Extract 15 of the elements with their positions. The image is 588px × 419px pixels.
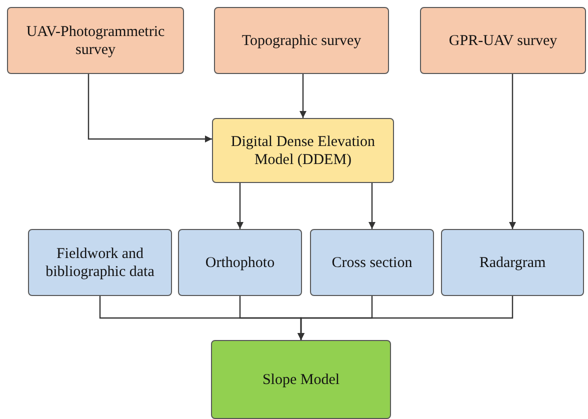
data-box: Orthophoto (178, 229, 302, 296)
arrow (300, 74, 306, 118)
model-box: Digital Dense Elevation Model (DDEM) (212, 118, 394, 183)
survey-box: Topographic survey (214, 7, 389, 74)
arrow (368, 183, 376, 229)
arrow (509, 74, 516, 229)
arrow (298, 296, 514, 340)
arrow (88, 74, 212, 142)
result-box: Slope Model (211, 340, 391, 419)
survey-box: GPR-UAV survey (420, 7, 586, 74)
data-box: Radargram (441, 229, 584, 296)
survey-box: UAV-Photogrammetric survey (7, 7, 184, 74)
data-box: Fieldwork and bibliographic data (28, 229, 172, 296)
arrow (236, 183, 244, 229)
data-box: Cross section (310, 229, 434, 296)
